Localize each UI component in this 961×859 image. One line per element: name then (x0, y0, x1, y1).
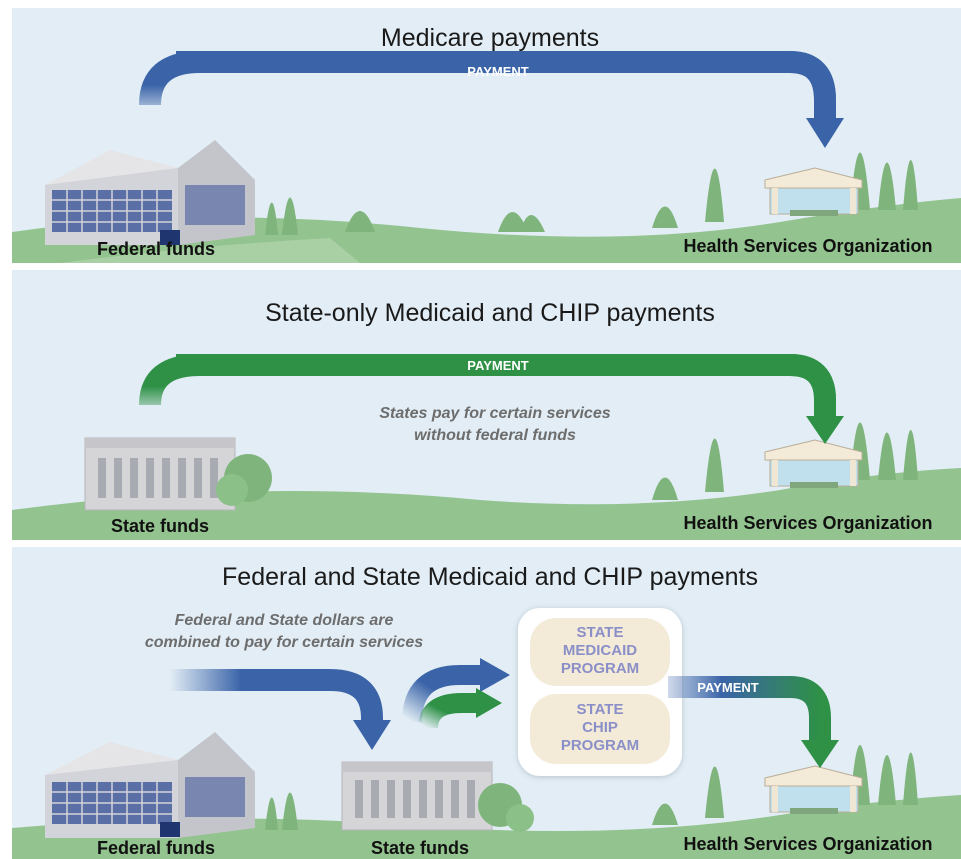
panel-3-to-chip-arrow (418, 688, 502, 729)
panel-3-note-line-2: combined to pay for certain services (145, 634, 423, 651)
chip-program-line-2: CHIP (582, 719, 618, 736)
panel-1-source-label: Federal funds (97, 239, 215, 259)
chip-program-line-3: PROGRAM (561, 737, 639, 754)
panel-1-payment-arrow (139, 51, 844, 148)
panel-3-title: Federal and State Medicaid and CHIP paym… (222, 563, 758, 591)
medicaid-program-pill (530, 618, 670, 686)
medicaid-program-line-1: STATE (577, 624, 624, 641)
panel-1-health-building-icon (764, 167, 863, 216)
panel-2-health-building-icon (764, 439, 863, 488)
panel-2-dest-label: Health Services Organization (683, 513, 932, 533)
panel-3-middle-label: State funds (371, 838, 469, 858)
panel-3-to-medicaid-arrow (402, 658, 510, 723)
panel-3-state-building-icon (341, 761, 534, 832)
panel-3-payment-arrow (668, 676, 839, 768)
medicaid-program-line-2: MEDICAID (563, 642, 637, 659)
panel-1-trees (265, 152, 918, 235)
panel-3-payment-label: PAYMENT (697, 680, 758, 695)
panel-3-federal-building-icon (45, 732, 255, 838)
panel-3-federal-to-state-arrow (170, 669, 391, 750)
panel-2-title: State-only Medicaid and CHIP payments (265, 299, 715, 327)
panel-1-dest-label: Health Services Organization (683, 236, 932, 256)
panel-medicare: PAYMENT Medicare payments Federal funds … (12, 8, 961, 263)
panel-2-ground (12, 468, 961, 540)
panel-2-note-line-2: without federal funds (414, 427, 576, 444)
panel-2-state-building-icon (84, 437, 272, 511)
panel-2-source-label: State funds (111, 516, 209, 536)
panel-state-only: PAYMENT State-only Medicaid and CHIP pay… (12, 270, 961, 540)
panel-1-federal-building-icon (45, 140, 255, 245)
panel-3-note-line-1: Federal and State dollars are (175, 612, 394, 629)
panel-3-source-label: Federal funds (97, 838, 215, 858)
panel-1-payment-label: PAYMENT (467, 64, 528, 79)
chip-program-line-1: STATE (577, 701, 624, 718)
chip-program-pill (530, 694, 670, 764)
panel-2-note-line-1: States pay for certain services (379, 405, 610, 422)
panel-3-ground (12, 795, 961, 859)
panel-3-program-card (518, 608, 682, 776)
panel-2-payment-arrow (139, 354, 844, 444)
panel-3-health-building-icon (764, 765, 863, 814)
panel-2-payment-label: PAYMENT (467, 358, 528, 373)
panel-1-title: Medicare payments (381, 24, 599, 52)
panel-federal-and-state: STATE MEDICAID PROGRAM STATE CHIP PROGRA… (12, 547, 961, 859)
medicaid-program-line-3: PROGRAM (561, 660, 639, 677)
panel-3-dest-label: Health Services Organization (683, 834, 932, 854)
